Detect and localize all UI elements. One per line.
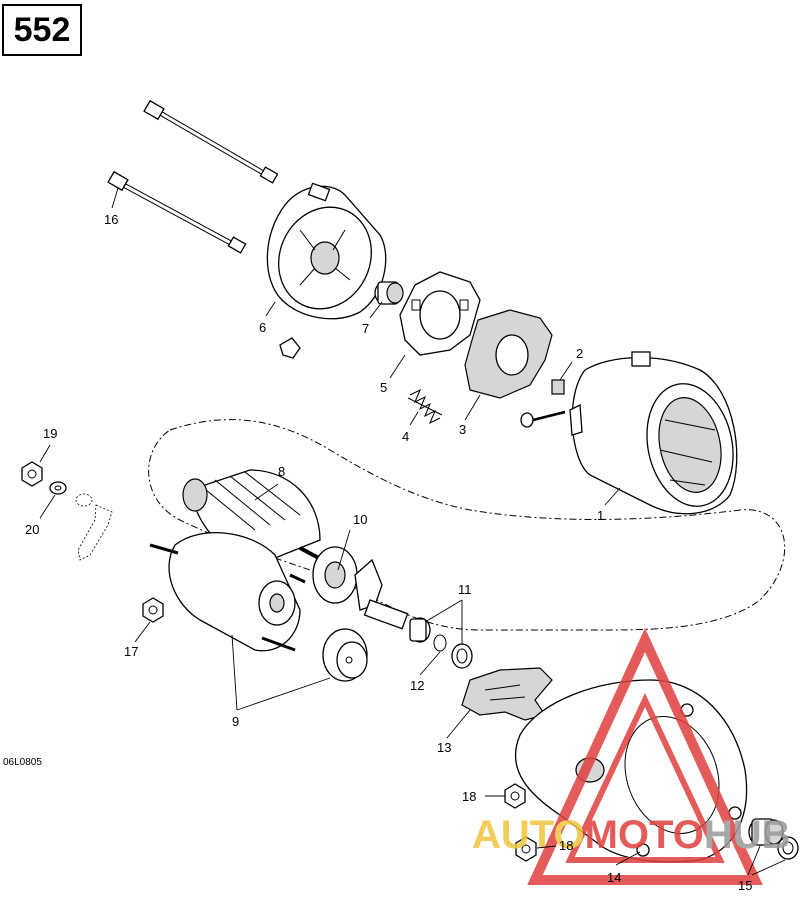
callout-16: 16 <box>104 212 118 227</box>
callout-1: 1 <box>597 508 604 523</box>
solenoid-cap <box>322 628 368 682</box>
through-bolt-lower <box>107 170 247 254</box>
brush-spring <box>407 388 443 425</box>
callout-17: 17 <box>124 644 138 659</box>
motor-yoke <box>569 351 738 515</box>
watermark-part-hub: HUB <box>704 813 791 857</box>
nut-19 <box>21 461 43 487</box>
callout-18-lower: 18 <box>559 838 573 853</box>
callout-3: 3 <box>459 422 466 437</box>
callout-19: 19 <box>43 426 57 441</box>
pinion-drive <box>312 546 409 630</box>
callout-15: 15 <box>738 878 752 893</box>
brush-and-screw <box>520 379 566 428</box>
terminal-lead-dotted <box>75 493 113 561</box>
nut-18-lower <box>515 836 537 862</box>
callout-4: 4 <box>402 429 409 444</box>
leader-lines <box>39 187 786 876</box>
callout-6: 6 <box>259 320 266 335</box>
thrust-ring-11 <box>451 643 473 669</box>
nut-18-upper <box>504 783 526 809</box>
callout-2: 2 <box>576 346 583 361</box>
watermark-part-moto: MOTO <box>585 813 704 857</box>
housing-seal <box>777 836 799 860</box>
bushing <box>374 281 404 305</box>
callout-13: 13 <box>437 740 451 755</box>
watermark-logo: AUTOMOTOHUB <box>472 627 791 885</box>
end-cover <box>266 182 387 320</box>
callout-5: 5 <box>380 380 387 395</box>
drive-lever <box>461 667 553 721</box>
callout-11: 11 <box>458 582 472 597</box>
watermark-part-auto: AUTO <box>472 813 585 857</box>
callout-14: 14 <box>607 870 621 885</box>
callout-8: 8 <box>278 464 285 479</box>
through-bolt-upper <box>143 99 279 184</box>
brush-holder <box>464 309 553 399</box>
brush-plate <box>399 271 481 356</box>
callout-20: 20 <box>25 522 39 537</box>
callout-7: 7 <box>362 321 369 336</box>
housing-bushing <box>748 818 784 846</box>
page-code-box: 552 <box>2 4 82 56</box>
svg-text:AUTOMOTOHUB: AUTOMOTOHUB <box>472 813 791 857</box>
solenoid-assembly <box>149 532 306 652</box>
stop-collar <box>409 617 431 643</box>
nut-17 <box>142 597 164 623</box>
callout-9: 9 <box>232 714 239 729</box>
snap-ring-12 <box>433 634 447 652</box>
callout-labels: 1 2 3 4 5 6 7 8 9 10 11 12 13 14 15 16 1… <box>25 212 752 893</box>
reference-code: 06L0805 <box>3 757 42 768</box>
callout-12: 12 <box>410 678 424 693</box>
washer-20 <box>49 481 67 495</box>
page-code: 552 <box>13 10 71 49</box>
brush-clip <box>279 337 301 359</box>
callout-10: 10 <box>353 512 367 527</box>
callout-18-upper: 18 <box>462 789 476 804</box>
